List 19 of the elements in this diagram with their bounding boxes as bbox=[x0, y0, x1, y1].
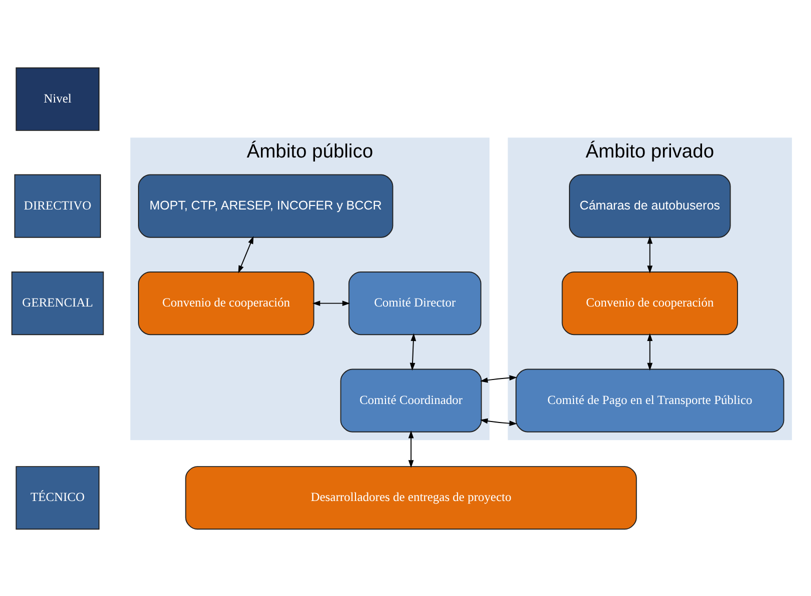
node-box: DIRECTIVO bbox=[14, 174, 101, 238]
node-box: Comité Director bbox=[348, 271, 482, 335]
node-box: Comité de Pago en el Transporte Público bbox=[516, 368, 784, 432]
arrow bbox=[408, 430, 414, 468]
node-box: TÉCNICO bbox=[16, 466, 100, 530]
node-box: Comité Coordinador bbox=[340, 368, 482, 432]
node-box: Convenio de cooperación bbox=[138, 271, 314, 335]
node-box: Nivel bbox=[16, 66, 100, 130]
arrow bbox=[480, 374, 518, 426]
arrow bbox=[647, 332, 653, 370]
node-box: Desarrolladores de entregas de proyecto bbox=[185, 466, 637, 530]
node-box: Convenio de cooperación bbox=[562, 271, 738, 335]
node-box: MOPT, CTP, ARESEP, INCOFER y BCCR bbox=[138, 174, 394, 238]
node-box: Cámaras de autobuseros bbox=[568, 174, 731, 238]
arrow bbox=[410, 332, 416, 370]
arrow bbox=[238, 236, 254, 273]
arrow bbox=[312, 300, 350, 306]
arrow bbox=[647, 235, 653, 273]
node-box: GERENCIAL bbox=[11, 271, 104, 335]
